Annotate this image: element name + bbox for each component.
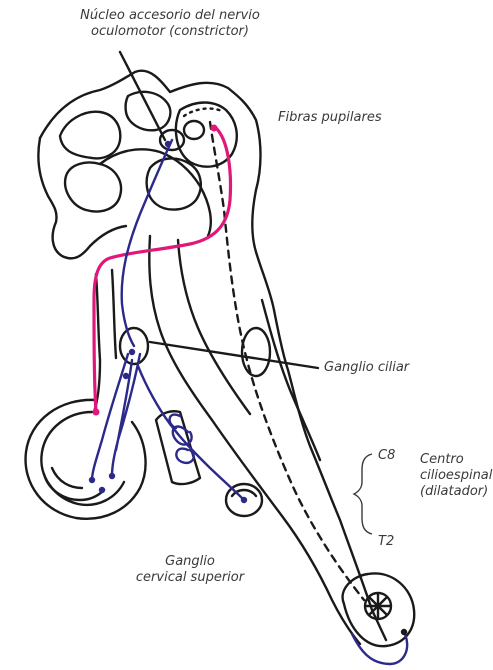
nucleus-label: Núcleo accesorio del nervio oculomotor (… xyxy=(70,8,270,40)
superior-cervical-label: Ganglio cervical superior xyxy=(100,554,280,586)
ciliospinal-center-line1: Centro xyxy=(420,452,492,468)
spinal-cord-grey-cross xyxy=(366,594,390,618)
eyeball-outline xyxy=(26,400,146,519)
constrictor-fiber-main xyxy=(122,140,172,346)
ciliary-ganglion-label: Ganglio ciliar xyxy=(324,360,409,376)
parasympathetic-end-dot xyxy=(93,409,100,416)
oculomotor-nerve-trunk-inner xyxy=(112,270,116,358)
structure-oval xyxy=(242,328,270,376)
ciliospinal-center-line2: cilioespinal xyxy=(420,468,492,484)
cerebral-peduncle-left xyxy=(65,163,121,212)
tectum-lobe-right xyxy=(126,92,171,130)
c8-t2-brace xyxy=(354,454,372,534)
c8-label: C8 xyxy=(378,448,395,464)
oculomotor-nucleus-right xyxy=(184,121,204,139)
iris-lens xyxy=(44,468,104,500)
ciliospinal-center-line3: (dilatador) xyxy=(420,484,492,500)
blue-dot-iris-3 xyxy=(99,487,105,493)
cerebral-peduncle-right xyxy=(147,158,201,209)
blue-dot-ganglion-1 xyxy=(129,349,135,355)
nucleus-label-line1: Núcleo accesorio del nervio xyxy=(70,8,270,24)
ciliospinal-center-label: Centro cilioespinal (dilatador) xyxy=(420,452,492,500)
superior-cervical-line1: Ganglio xyxy=(100,554,280,570)
nucleus-label-line2: oculomotor (constrictor) xyxy=(70,24,270,40)
sympathetic-dotted-top xyxy=(184,109,224,116)
parasympathetic-origin-dot xyxy=(211,125,218,132)
blue-dot-iris-1 xyxy=(89,477,95,483)
tectum-lobe-left xyxy=(60,112,120,159)
black-dot-spinal xyxy=(401,629,407,635)
blue-dot-iris-2 xyxy=(109,473,115,479)
blue-dot-cervical xyxy=(241,497,247,503)
t2-label: T2 xyxy=(378,534,394,550)
carotid-segment xyxy=(156,411,200,484)
blue-dot-ganglion-2 xyxy=(123,373,129,379)
pupillary-fibers-label: Fibras pupilares xyxy=(278,110,382,126)
superior-cervical-line2: cervical superior xyxy=(100,570,280,586)
blue-dot-nucleus xyxy=(165,141,171,147)
